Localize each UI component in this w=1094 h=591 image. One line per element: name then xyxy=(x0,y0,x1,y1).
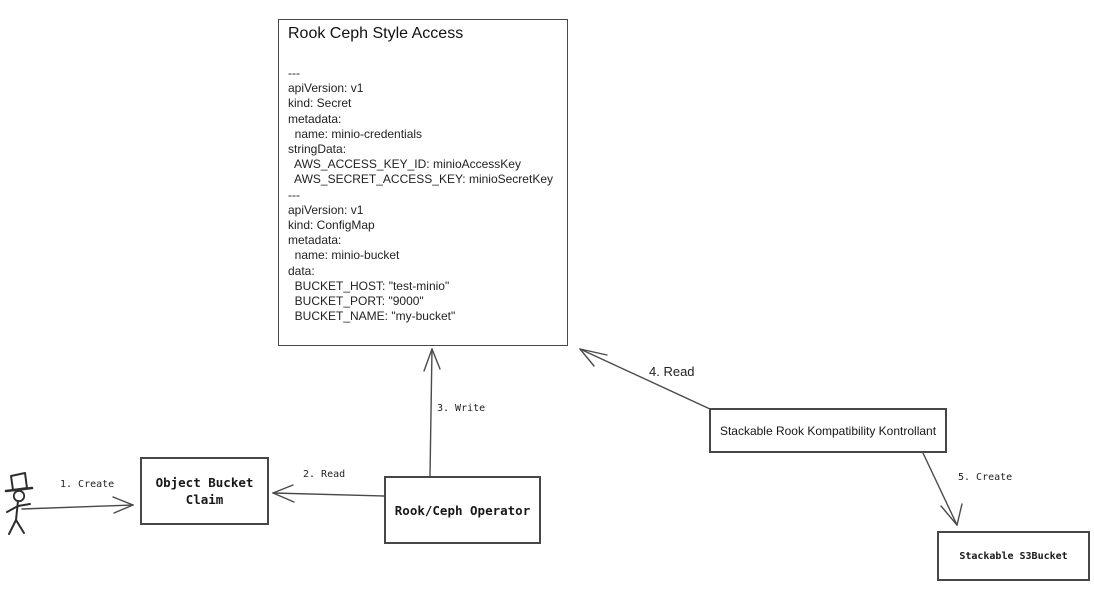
user-stick-figure-icon xyxy=(4,472,34,535)
node-stackable-rook-kontrollant: Stackable Rook Kompatibility Kontrollant xyxy=(709,408,947,453)
arrow-5-create xyxy=(922,452,963,526)
yaml-manifest-text: --- apiVersion: v1 kind: Secret metadata… xyxy=(288,66,553,324)
edge-label-1-create: 1. Create xyxy=(60,479,115,490)
node-object-bucket-claim-label: Object Bucket Claim xyxy=(155,475,254,507)
edge-label-3-write: 3. Write xyxy=(437,403,486,414)
node-stackable-s3bucket: Stackable S3Bucket xyxy=(937,531,1090,581)
node-object-bucket-claim: Object Bucket Claim xyxy=(140,457,269,525)
arrow-1-create xyxy=(21,496,134,514)
edge-label-4-read: 4. Read xyxy=(649,364,695,379)
node-stackable-rook-kontrollant-label: Stackable Rook Kompatibility Kontrollant xyxy=(719,423,937,438)
node-stackable-s3bucket-label: Stackable S3Bucket xyxy=(959,550,1068,562)
arrow-2-read xyxy=(272,484,385,503)
edge-label-2-read: 2. Read xyxy=(303,469,346,480)
arrow-4-read xyxy=(579,348,711,410)
node-rook-ceph-style-access: Rook Ceph Style Access --- apiVersion: v… xyxy=(278,19,568,346)
main-box-title: Rook Ceph Style Access xyxy=(288,25,464,42)
node-rook-ceph-operator: Rook/Ceph Operator xyxy=(384,476,541,544)
node-rook-ceph-operator-label: Rook/Ceph Operator xyxy=(394,502,531,518)
edge-label-5-create: 5. Create xyxy=(958,472,1013,483)
